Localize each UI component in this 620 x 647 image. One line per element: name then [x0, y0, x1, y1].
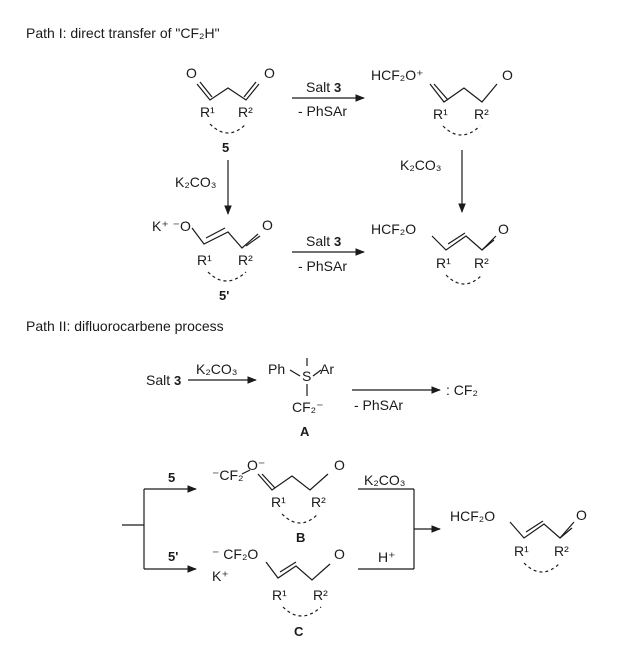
base-label-left: K₂CO₃: [175, 174, 216, 190]
svg-text:R²: R²: [238, 252, 253, 268]
intermediate-C: ⁻ CF₂O K⁺ O R¹ R² C: [212, 546, 345, 639]
svg-text:R²: R²: [554, 543, 569, 559]
svg-text:O: O: [334, 457, 345, 473]
svg-text:R¹: R¹: [436, 255, 451, 271]
path-1-title: Path I: direct transfer of "CF₂H": [26, 25, 220, 41]
svg-text:Salt 3: Salt 3: [306, 233, 341, 249]
arrow-bottom: Salt 3 - PhSAr: [292, 233, 365, 274]
svg-text:R²: R²: [474, 255, 489, 271]
sulfur-label: S: [302, 368, 311, 384]
compound-5-label: 5: [222, 140, 229, 155]
branch-5-label: 5: [168, 470, 175, 485]
svg-text:- PhSAr: - PhSAr: [298, 258, 347, 274]
salt-label-2: Salt: [146, 372, 174, 388]
ylide-A: Ph S Ar CF₂⁻ A: [268, 358, 334, 439]
h-plus-label: H⁺: [378, 549, 396, 565]
svg-text:R¹: R¹: [271, 494, 286, 510]
intermediate-B: ⁻CF₂ O⁻ O R¹ R² B: [212, 457, 345, 545]
arrow-left-down: K₂CO₃: [175, 160, 232, 215]
o-minus-B: O⁻: [247, 457, 265, 473]
hcf2o-plus-label: HCF₂O⁺: [371, 67, 424, 83]
arrow-right-down: K₂CO₃: [400, 150, 466, 213]
svg-text:R¹: R¹: [433, 106, 448, 122]
converging-arrows: K₂CO₃ H⁺: [358, 472, 441, 570]
salt-label: Salt: [306, 79, 334, 95]
branching-arrows: 5 5': [122, 470, 197, 573]
product-path-1: HCF₂O O R¹ R²: [371, 221, 509, 285]
svg-text:O: O: [498, 221, 509, 237]
label-C: C: [294, 624, 304, 639]
base-label-right: K₂CO₃: [400, 157, 441, 173]
cf2-anion-label: CF₂⁻: [292, 399, 324, 415]
oxygen-left: O: [186, 65, 197, 81]
path-2-title: Path II: difluorocarbene process: [26, 318, 224, 334]
oxonium-intermediate: HCF₂O⁺ O R¹ R²: [371, 67, 513, 136]
compound-5: O O R¹ R² 5: [186, 65, 275, 155]
k-plus-C: K⁺: [212, 568, 229, 584]
svg-text:O: O: [334, 546, 345, 562]
r1-label: R¹: [200, 104, 215, 120]
label-A: A: [300, 424, 310, 439]
ylide-formation: Salt 3 K₂CO₃: [146, 361, 257, 388]
hcf2o-label: HCF₂O: [371, 221, 416, 237]
svg-text:R¹: R¹: [514, 543, 529, 559]
carbene-label: : CF₂: [446, 382, 478, 398]
oxygen-right: O: [264, 65, 275, 81]
compound-5-prime: K⁺ ⁻O O R¹ R² 5': [152, 217, 273, 303]
salt-number: 3: [334, 80, 341, 95]
oxygen-5p: O: [262, 217, 273, 233]
cf2o-anion-C: ⁻ CF₂O: [212, 546, 258, 562]
byproduct-label-2: - PhSAr: [354, 397, 403, 413]
svg-text:R²: R²: [313, 587, 328, 603]
svg-text:R²: R²: [311, 494, 326, 510]
oxygen-right-2: O: [502, 67, 513, 83]
r2-label: R²: [238, 104, 253, 120]
carbene-formation: - PhSAr : CF₂: [352, 382, 478, 413]
label-B: B: [296, 530, 305, 545]
svg-text:R¹: R¹: [197, 252, 212, 268]
base-label-2: K₂CO₃: [196, 361, 237, 377]
byproduct-label: - PhSAr: [298, 103, 347, 119]
cf2-anion-B: ⁻CF₂: [212, 467, 244, 483]
ar-label: Ar: [320, 361, 334, 377]
branch-5p-label: 5': [168, 549, 178, 564]
ph-label: Ph: [268, 361, 285, 377]
svg-text:Salt 3: Salt 3: [306, 79, 341, 95]
arrow-top: Salt 3 - PhSAr: [292, 79, 365, 119]
product-path-2: HCF₂O O R¹ R²: [450, 507, 587, 573]
base-label-3: K₂CO₃: [364, 472, 405, 488]
product-label-2: HCF₂O: [450, 508, 495, 524]
k-enolate-label: K⁺ ⁻O: [152, 218, 191, 234]
compound-5p-label: 5': [219, 288, 229, 303]
svg-text:R²: R²: [474, 106, 489, 122]
svg-text:Salt 3: Salt 3: [146, 372, 181, 388]
svg-text:O: O: [576, 507, 587, 523]
svg-text:R¹: R¹: [272, 587, 287, 603]
